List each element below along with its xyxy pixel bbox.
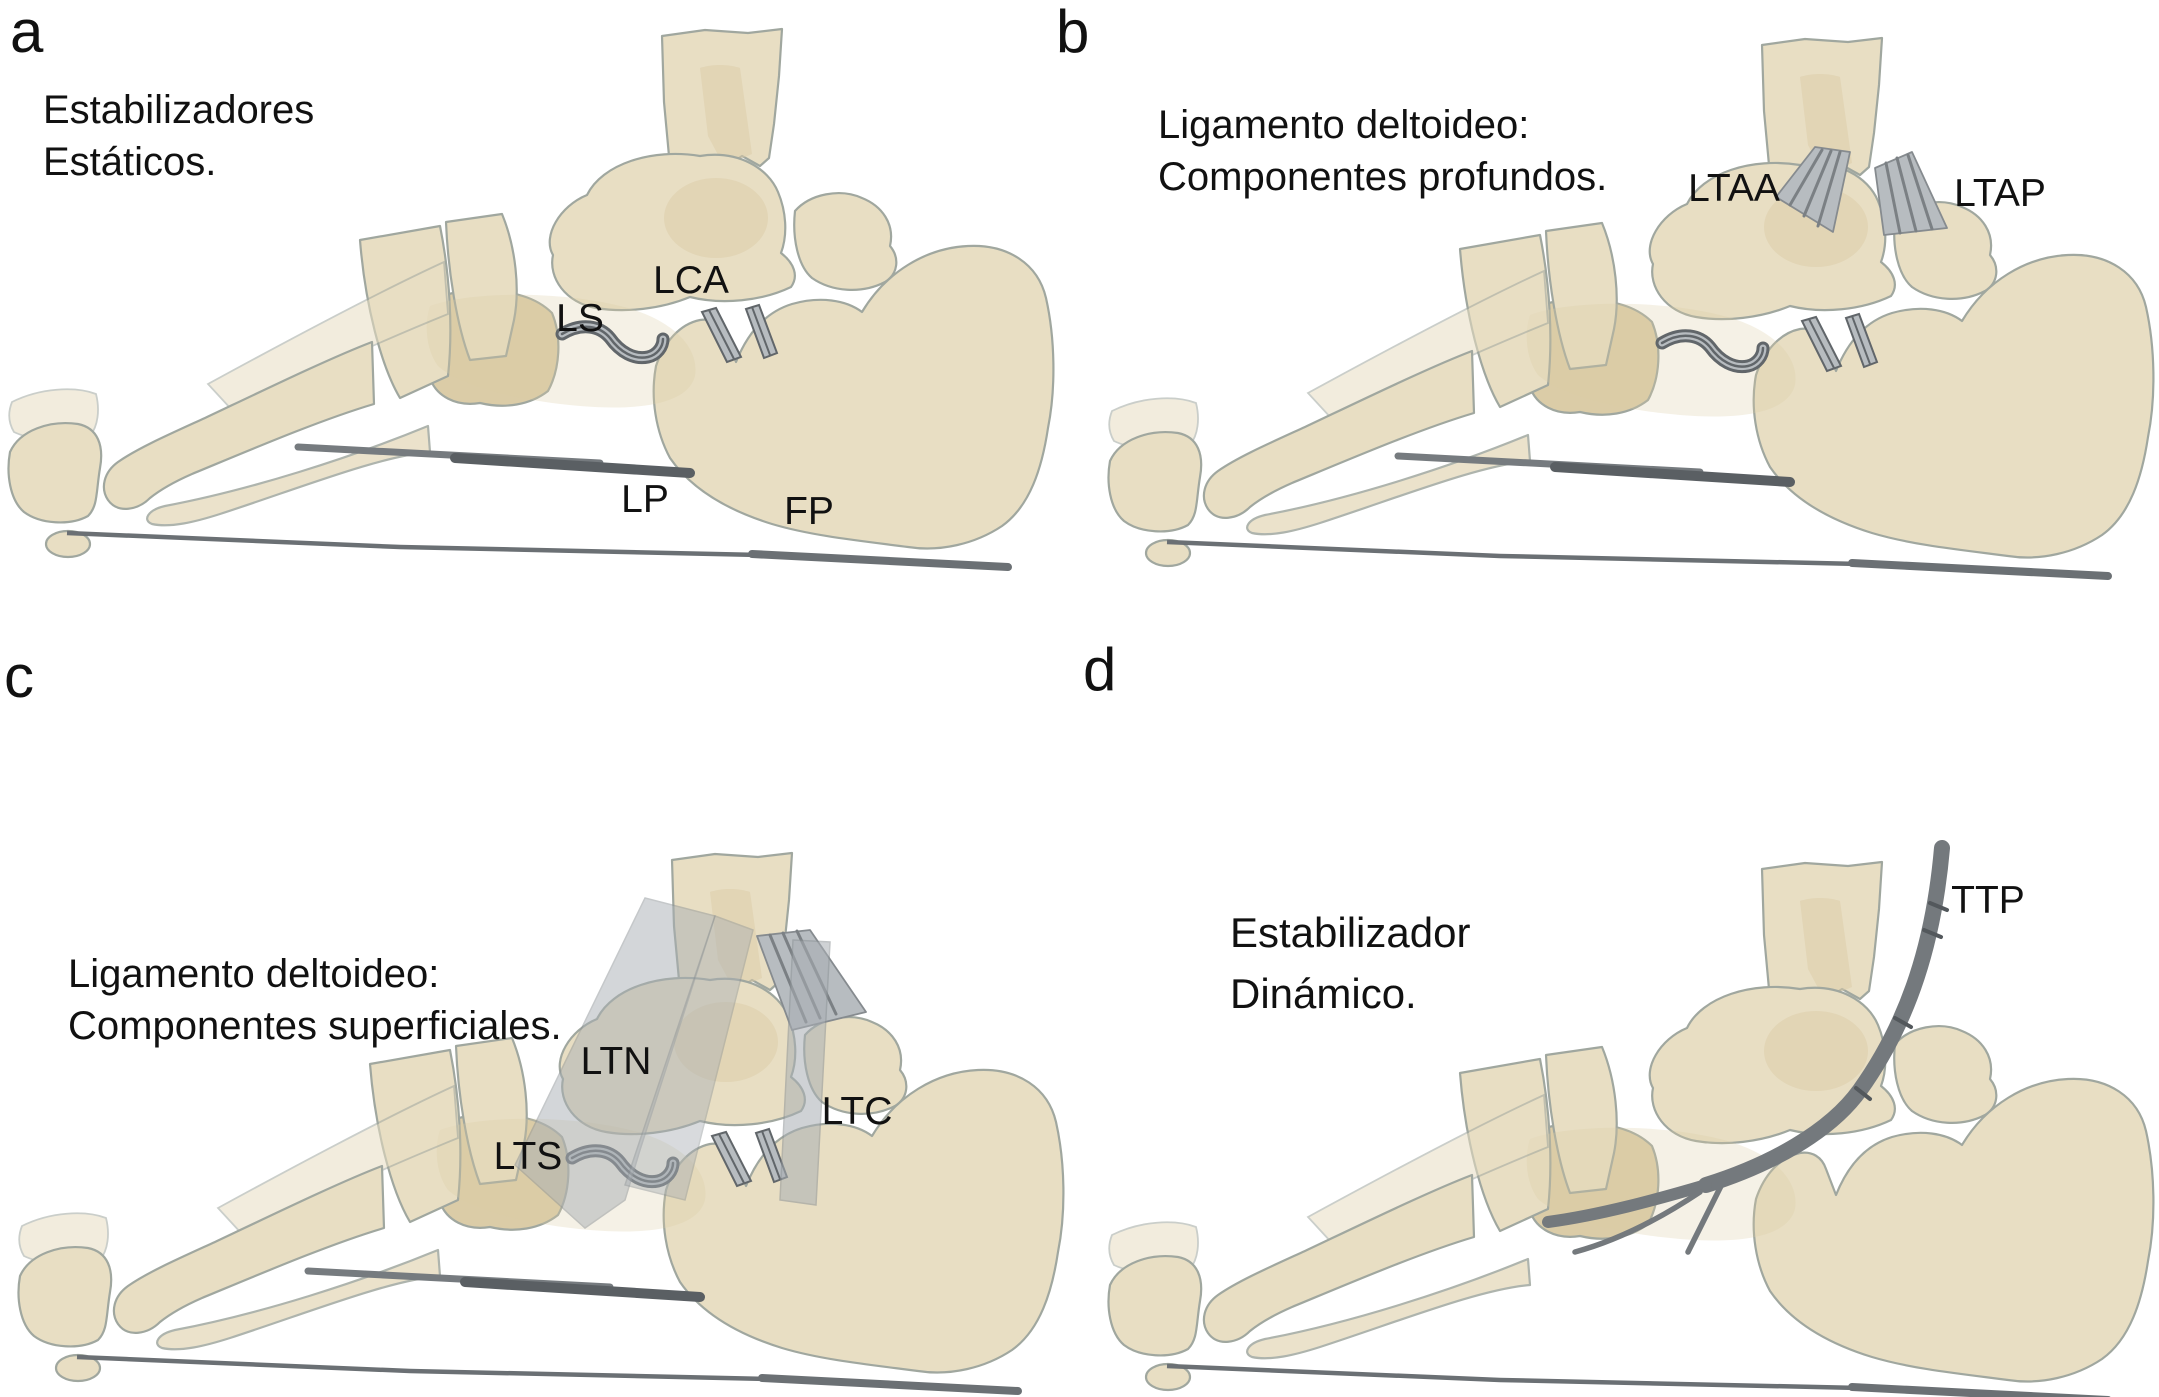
panel-b-title-line2: Componentes profundos. xyxy=(1158,155,1608,199)
panel-b-title-line1: Ligamento deltoideo: xyxy=(1158,103,1530,147)
panel-d-title-line2: Dinámico. xyxy=(1230,969,1417,1017)
label-lca: LCA xyxy=(653,259,729,302)
panel-d-title: Estabilizador Dinámico. xyxy=(1230,903,1470,1025)
panel-c-letter: c xyxy=(4,643,34,710)
panel-d-drawing xyxy=(1107,840,2155,1397)
label-fp: FP xyxy=(784,490,834,533)
panel-a-title-line2: Estáticos. xyxy=(43,140,217,184)
panel-c-title-line2: Componentes superficiales. xyxy=(68,1004,562,1048)
label-ttp: TTP xyxy=(1951,879,2025,922)
panel-a-title: Estabilizadores Estáticos. xyxy=(43,84,314,188)
panel-b-letter: b xyxy=(1056,0,1090,65)
panel-a-letter: a xyxy=(10,0,44,65)
deltoid-deep-anterior-fan xyxy=(1775,146,1851,233)
panel-c-title-line1: Ligamento deltoideo: xyxy=(68,952,440,996)
panel-a-title-line1: Estabilizadores xyxy=(43,88,315,132)
panel-b-drawing xyxy=(1107,36,2155,576)
tibialis-posterior-tendon xyxy=(1542,840,1950,1255)
label-ltap: LTAP xyxy=(1954,172,2046,215)
deltoid-superficial-tibiocalcaneal-band xyxy=(779,939,831,1206)
label-ltaa: LTAA xyxy=(1688,167,1780,210)
panel-c-title: Ligamento deltoideo: Componentes superfi… xyxy=(68,948,562,1052)
label-lp: LP xyxy=(621,478,669,521)
panel-b-title: Ligamento deltoideo: Componentes profund… xyxy=(1158,99,1607,203)
label-ltn: LTN xyxy=(580,1040,652,1083)
panel-d-title-line1: Estabilizador xyxy=(1230,909,1471,956)
label-ltc: LTC xyxy=(821,1090,893,1133)
label-ls: LS xyxy=(556,297,604,340)
panel-c-drawing xyxy=(17,851,1065,1391)
deltoid-deep-posterior-fan xyxy=(1874,151,1948,236)
label-lts: LTS xyxy=(493,1135,563,1178)
panel-d-letter: d xyxy=(1083,636,1117,703)
deltoid-superficial-tibionavicular-band xyxy=(514,897,754,1229)
